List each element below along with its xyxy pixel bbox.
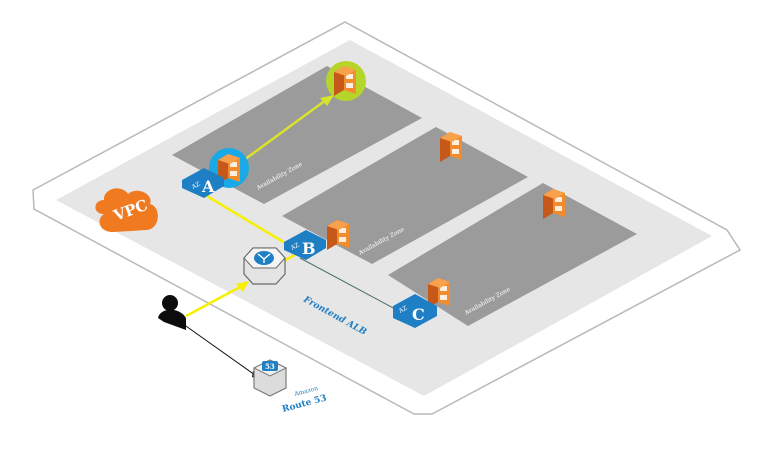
network-connections xyxy=(175,95,413,381)
user-icon xyxy=(158,295,186,330)
az-c-letter: C xyxy=(412,305,425,324)
route53-badge: 53 xyxy=(265,362,275,371)
frontend-alb xyxy=(243,247,286,285)
user-to-alb-flow xyxy=(185,284,243,318)
az-a-letter: A xyxy=(201,177,215,196)
az-badge-a: AZ A xyxy=(182,168,224,198)
ec2-instance-new-highlight xyxy=(326,61,366,101)
route53-service: 53 xyxy=(252,359,288,397)
az-b-letter: B xyxy=(302,239,316,258)
az-badge-b: AZ B xyxy=(284,230,326,260)
instance-arrowhead xyxy=(320,95,334,106)
az-b-prefix: AZ xyxy=(289,242,301,253)
az-a-prefix: AZ xyxy=(190,181,202,192)
az-c-prefix: AZ xyxy=(397,305,409,316)
zone-a-to-b-flow xyxy=(201,191,301,254)
az-badge-c: AZ C xyxy=(393,294,437,328)
user-to-route53-line xyxy=(175,318,263,381)
instance-scale-flow xyxy=(243,98,327,162)
route53-label-line2: Route 53 xyxy=(281,393,328,414)
vpc-badge: VPC xyxy=(95,188,158,233)
alb-arrowhead xyxy=(236,281,249,292)
route53-icon xyxy=(262,361,278,371)
